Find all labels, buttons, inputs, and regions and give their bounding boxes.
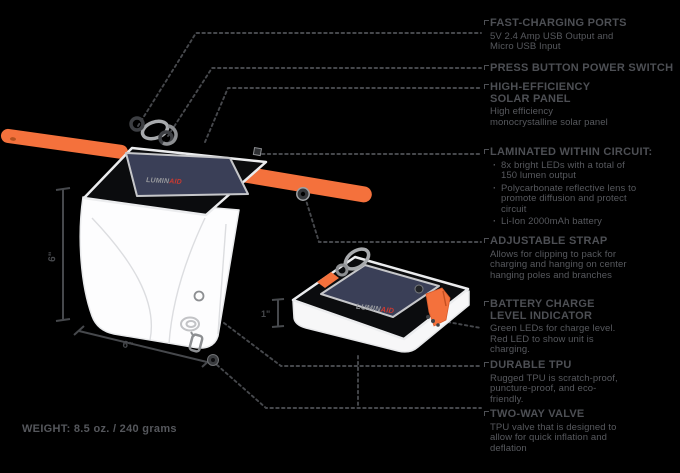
leader-tpu	[223, 322, 482, 367]
callout-desc: High efficiency monocrystalline solar pa…	[490, 106, 608, 128]
battery-led-dots	[426, 315, 440, 327]
callout-tick	[484, 149, 489, 154]
callout-tick	[484, 20, 489, 25]
flat-handle-loop	[335, 247, 371, 277]
strap-left-hole	[10, 137, 16, 141]
dim-thickness	[271, 298, 285, 328]
flat-strap-right	[425, 287, 451, 327]
callout-tick	[484, 84, 489, 89]
dim-height-cap-bottom	[55, 318, 71, 322]
callout-title: BATTERY CHARGE LEVEL INDICATOR	[490, 298, 595, 322]
brand-logo-gray: LUMIN	[145, 177, 170, 186]
bullet-marker: ·	[493, 216, 497, 228]
callout-tick	[484, 411, 489, 416]
brand-logo-red: AID	[168, 178, 182, 186]
leader-fast-charging	[137, 32, 482, 127]
callout-power-switch: PRESS BUTTON POWER SWITCH	[484, 62, 680, 77]
callout-battery-indicator: BATTERY CHARGE LEVEL INDICATOR Green LED…	[484, 298, 680, 356]
strap-right	[229, 165, 372, 203]
callout-adjustable-strap: ADJUSTABLE STRAP Allows for clipping to …	[484, 235, 680, 281]
callout-durable-tpu: DURABLE TPU Rugged TPU is scratch-proof,…	[484, 359, 680, 405]
leader-lines	[137, 32, 482, 409]
dim-width-line	[78, 330, 208, 363]
callout-tick	[484, 65, 489, 70]
strap-left	[0, 128, 128, 159]
weight-label: WEIGHT: 8.5 oz. / 240 grams	[22, 423, 177, 435]
leader-strap	[304, 196, 482, 243]
circuit-bullet: · Li-Ion 2000mAh battery	[493, 217, 680, 228]
panel-edge-node	[252, 146, 263, 157]
callout-title: ADJUSTABLE STRAP	[490, 235, 608, 247]
callout-laminated-circuit: LAMINATED WITHIN CIRCUIT: · 8x bright LE…	[484, 146, 680, 230]
body-creases	[91, 217, 227, 345]
dim-width-cap-left	[73, 325, 85, 336]
carabiner-clip	[129, 116, 178, 146]
leader-power-switch	[167, 67, 482, 137]
callout-solar-panel: HIGH-EFFICIENCY SOLAR PANEL High efficie…	[484, 81, 680, 128]
main-lantern	[0, 116, 372, 366]
callout-desc: 5V 2.4 Amp USB Output and Micro USB Inpu…	[490, 30, 614, 53]
bullet-marker: ·	[493, 182, 497, 194]
dim-width-label: 6"	[121, 339, 134, 352]
bottom-buckle	[188, 331, 219, 366]
valve-coil	[180, 316, 200, 332]
callout-title: DURABLE TPU	[490, 359, 572, 371]
flat-button-dot	[414, 284, 424, 294]
callout-tick	[484, 362, 489, 367]
strap-grommet-ring	[296, 187, 310, 201]
callout-title: LAMINATED WITHIN CIRCUIT:	[490, 146, 653, 158]
callout-desc: Allows for clipping to pack for charging…	[490, 248, 627, 281]
solar-panel	[125, 152, 249, 197]
callout-tick	[484, 238, 489, 243]
callout-title: FAST-CHARGING PORTS	[490, 17, 627, 29]
callout-desc: Green LEDs for charge level. Red LED to …	[490, 323, 616, 356]
callout-desc: TPU valve that is designed to allow for …	[490, 421, 617, 454]
circuit-bullet: · 8x bright LEDs with a total of 150 lum…	[493, 159, 680, 182]
dim-thickness-label: 1"	[261, 309, 270, 319]
collapsed-lantern: 1"	[261, 247, 470, 353]
clip-ring-left	[129, 116, 145, 132]
bullet-text: 8x bright LEDs with a total of 150 lumen…	[501, 159, 625, 182]
callout-desc: Rugged TPU is scratch-proof, puncture-pr…	[490, 372, 618, 405]
callout-title: PRESS BUTTON POWER SWITCH	[490, 62, 674, 74]
bullet-text: Polycarbonate reflective lens to promote…	[501, 182, 637, 215]
clip-hook	[162, 124, 178, 146]
callout-title: HIGH-EFFICIENCY SOLAR PANEL	[490, 81, 591, 105]
bullet-text: Li-Ion 2000mAh battery	[501, 216, 602, 228]
dim-height-label: 6"	[47, 251, 59, 262]
brand-logo-red: AID	[380, 304, 395, 316]
bullet-marker: ·	[493, 159, 497, 171]
leader-valve	[216, 364, 482, 409]
callout-fast-charging-ports: FAST-CHARGING PORTS 5V 2.4 Amp USB Outpu…	[484, 17, 680, 53]
flat-solar-panel	[320, 264, 440, 318]
leader-solar-panel	[204, 87, 482, 143]
lantern-body	[79, 196, 240, 349]
flat-strap-tab-left	[317, 272, 339, 288]
power-button	[193, 290, 205, 302]
callout-title: TWO-WAY VALVE	[490, 408, 585, 420]
callout-two-way-valve: TWO-WAY VALVE TPU valve that is designed…	[484, 408, 680, 454]
circuit-bullet: · Polycarbonate reflective lens to promo…	[493, 182, 680, 216]
callout-tick	[484, 301, 489, 306]
